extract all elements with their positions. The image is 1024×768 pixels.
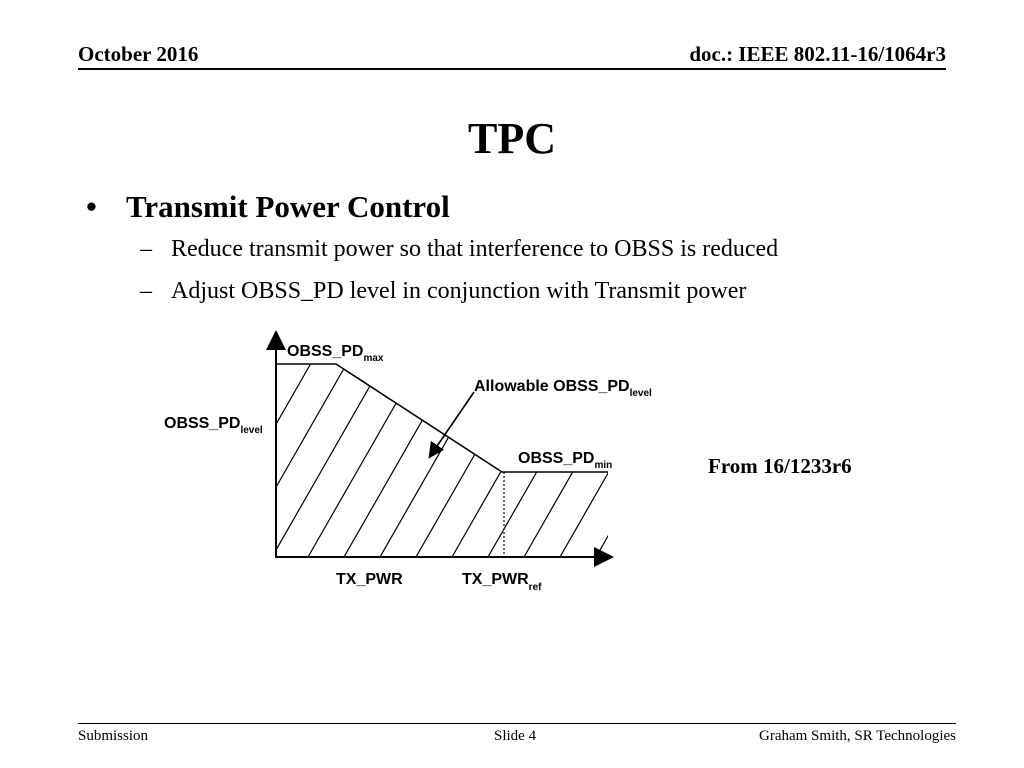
footer-divider [78, 723, 956, 724]
hatch-pattern [276, 364, 608, 557]
footer-author: Graham Smith, SR Technologies [759, 728, 956, 744]
label-obss-pd-max: OBSS_PDmax [287, 343, 384, 364]
header-date: October 2016 [78, 42, 199, 66]
footer-submission: Submission [78, 728, 149, 744]
bullet-main-text: Transmit Power Control [126, 189, 450, 224]
label-tx-pwr: TX_PWR [336, 571, 403, 588]
sub-bullet-2-text: Adjust OBSS_PD level in conjunction with… [171, 278, 747, 304]
label-allowable-obss-pd: Allowable OBSS_PDlevel [474, 378, 652, 399]
bullet-main: • Transmit Power Control [86, 189, 450, 225]
sub-bullet-marker: – [140, 236, 152, 262]
label-obss-pd-level: OBSS_PDlevel [164, 415, 263, 436]
obss-pd-boundary [276, 363, 608, 473]
label-tx-pwr-ref: TX_PWRref [462, 571, 542, 593]
slide-title: TPC [468, 114, 556, 163]
label-obss-pd-min: OBSS_PDmin [518, 450, 612, 471]
tpc-diagram: OBSS_PDmax OBSS_PDlevel Allowable OBSS_P… [164, 330, 652, 593]
sub-bullet-marker: – [140, 278, 152, 304]
header-doc-id: doc.: IEEE 802.11-16/1064r3 [689, 42, 946, 66]
sub-bullet-2: –Adjust OBSS_PD level in conjunction wit… [140, 278, 746, 305]
bullet-marker: • [86, 189, 97, 224]
sub-bullet-1: –Reduce transmit power so that interfere… [140, 236, 778, 263]
annotation-arrow [428, 391, 475, 459]
header-divider [78, 68, 946, 70]
source-note: From 16/1233r6 [708, 454, 852, 478]
footer-slide-number: Slide 4 [494, 728, 537, 744]
sub-bullet-1-text: Reduce transmit power so that interferen… [171, 236, 779, 262]
